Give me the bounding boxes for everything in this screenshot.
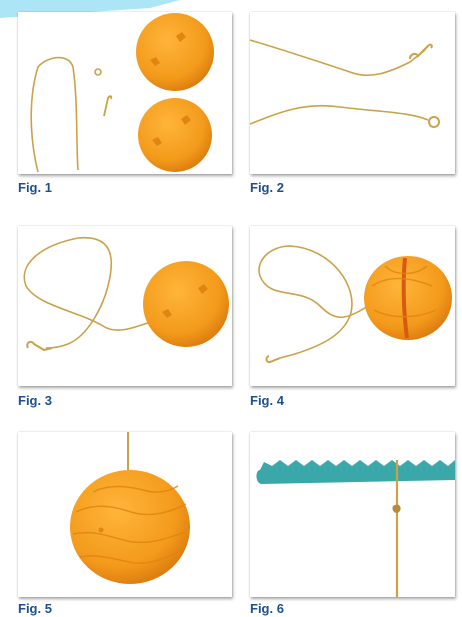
cord-upper — [250, 40, 425, 75]
hook — [266, 356, 280, 362]
cord-loop — [31, 58, 78, 172]
figure-2-caption: Fig. 2 — [250, 181, 284, 194]
hook-upper — [410, 45, 432, 59]
knot — [392, 505, 400, 513]
figure-5-panel — [18, 432, 232, 597]
figure-4-panel — [250, 226, 455, 386]
small-hook — [104, 96, 111, 116]
figure-4-caption: Fig. 4 — [250, 394, 284, 407]
cord-lower — [250, 106, 428, 124]
figure-2-panel — [250, 12, 455, 174]
figure-1-panel — [18, 12, 232, 174]
hook — [27, 342, 52, 350]
figure-3-panel — [18, 226, 232, 386]
hemisphere-bottom — [138, 98, 212, 172]
hemisphere — [143, 261, 229, 347]
ball-halves — [364, 256, 452, 340]
figure-6-caption: Fig. 6 — [250, 602, 284, 615]
figure-6-panel — [250, 432, 455, 597]
figure-1-caption: Fig. 1 — [18, 181, 52, 194]
figure-3-caption: Fig. 3 — [18, 394, 52, 407]
cord-loop — [259, 246, 368, 358]
saw-blade — [256, 460, 455, 484]
figure-5-caption: Fig. 5 — [18, 602, 52, 615]
ring-lower — [429, 117, 439, 127]
hemisphere-top — [136, 13, 214, 91]
small-ring — [95, 69, 101, 75]
